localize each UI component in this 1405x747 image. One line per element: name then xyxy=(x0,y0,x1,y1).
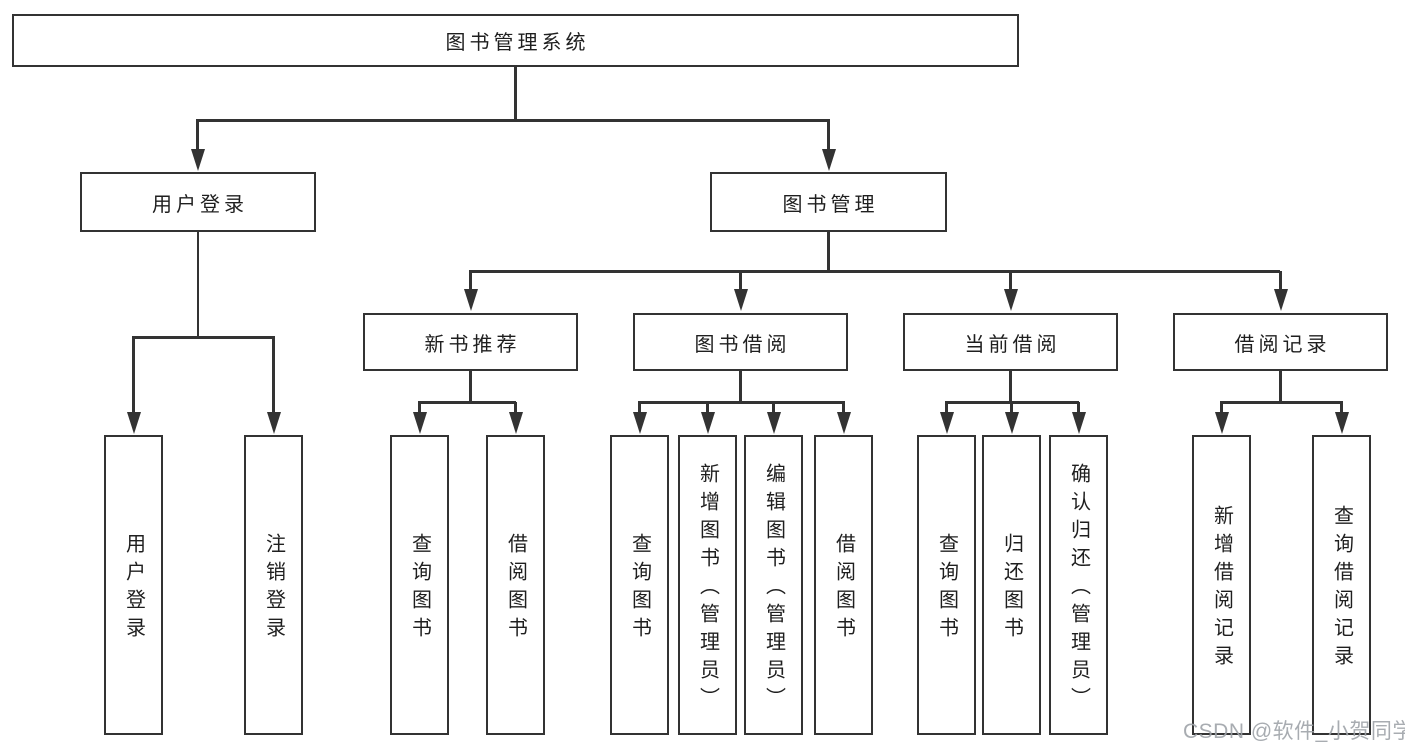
connector-line xyxy=(1077,402,1080,414)
node-label: 当前借阅 xyxy=(964,333,1061,356)
leaf-logout: 注销登录 xyxy=(244,435,303,735)
node-label: 归还图书 xyxy=(1000,533,1023,645)
node-book-management-branch: 图书管理 xyxy=(710,172,947,232)
node-label: 用户登录 xyxy=(122,533,145,645)
connector-line xyxy=(1340,402,1343,414)
arrow-down-icon xyxy=(1004,412,1019,434)
connector-line xyxy=(739,271,742,291)
node-label: 查询图书 xyxy=(935,533,958,645)
connector-line xyxy=(1009,271,1012,291)
connector-line xyxy=(514,66,517,121)
node-label: 借阅图书 xyxy=(504,533,527,645)
connector-line xyxy=(272,336,275,414)
arrow-down-icon xyxy=(190,149,205,171)
connector-line xyxy=(132,336,135,414)
connector-line xyxy=(1279,370,1282,403)
leaf-query-book-3: 查询图书 xyxy=(917,435,976,735)
node-label: 编辑图书（管理员） xyxy=(762,463,785,715)
arrow-down-icon xyxy=(1071,412,1086,434)
arrow-down-icon xyxy=(733,289,748,311)
arrow-down-icon xyxy=(463,289,478,311)
node-label: 新增图书（管理员） xyxy=(696,463,719,715)
connector-line xyxy=(196,119,830,122)
node-label: 图书借阅 xyxy=(694,333,791,356)
leaf-add-book-admin: 新增图书（管理员） xyxy=(678,435,737,735)
connector-line xyxy=(945,402,948,414)
arrow-down-icon xyxy=(766,412,781,434)
connector-line xyxy=(418,402,421,414)
arrow-down-icon xyxy=(821,149,836,171)
node-label: 借阅图书 xyxy=(832,533,855,645)
node-label: 确认归还（管理员） xyxy=(1067,463,1090,715)
connector-line xyxy=(469,370,472,403)
arrow-down-icon xyxy=(1273,289,1288,311)
leaf-return-book: 归还图书 xyxy=(982,435,1041,735)
node-user-login-branch: 用户登录 xyxy=(80,172,316,232)
leaf-borrow-book-2: 借阅图书 xyxy=(814,435,873,735)
connector-line xyxy=(1009,370,1012,403)
node-label: 查询借阅记录 xyxy=(1330,505,1353,673)
node-current-borrow: 当前借阅 xyxy=(903,313,1118,371)
arrow-down-icon xyxy=(939,412,954,434)
connector-line xyxy=(1010,402,1013,414)
node-label: 新增借阅记录 xyxy=(1210,505,1233,673)
connector-line xyxy=(772,402,775,414)
arrow-down-icon xyxy=(508,412,523,434)
leaf-query-book-1: 查询图书 xyxy=(390,435,449,735)
node-label: 查询图书 xyxy=(628,533,651,645)
leaf-query-borrow-record: 查询借阅记录 xyxy=(1312,435,1371,735)
leaf-edit-book-admin: 编辑图书（管理员） xyxy=(744,435,803,735)
leaf-borrow-book-1: 借阅图书 xyxy=(486,435,545,735)
connector-line xyxy=(469,270,1281,273)
connector-line xyxy=(1220,401,1343,404)
node-borrow-record: 借阅记录 xyxy=(1173,313,1388,371)
node-root: 图书管理系统 xyxy=(12,14,1019,67)
arrow-down-icon xyxy=(126,412,141,434)
connector-line xyxy=(739,370,742,403)
connector-line xyxy=(706,402,709,414)
connector-line xyxy=(827,231,830,272)
csdn-watermark: CSDN @软件_小贺同学 xyxy=(1183,720,1405,743)
leaf-confirm-return-admin: 确认归还（管理员） xyxy=(1049,435,1108,735)
connector-line xyxy=(418,401,516,404)
node-label: 借阅记录 xyxy=(1234,333,1331,356)
connector-line xyxy=(638,402,641,414)
arrow-down-icon xyxy=(266,412,281,434)
connector-line xyxy=(469,271,472,291)
arrow-down-icon xyxy=(1334,412,1349,434)
connector-line xyxy=(132,336,275,339)
connector-line xyxy=(1279,271,1282,291)
leaf-query-book-2: 查询图书 xyxy=(610,435,669,735)
arrow-down-icon xyxy=(836,412,851,434)
arrow-down-icon xyxy=(632,412,647,434)
node-root-label: 图书管理系统 xyxy=(445,32,590,54)
connector-line xyxy=(827,119,830,152)
node-new-book-recommend: 新书推荐 xyxy=(363,313,578,371)
connector-line xyxy=(842,402,845,414)
node-book-borrow: 图书借阅 xyxy=(633,313,848,371)
connector-line xyxy=(1220,402,1223,414)
node-label: 新书推荐 xyxy=(424,333,521,356)
arrow-down-icon xyxy=(412,412,427,434)
arrow-down-icon xyxy=(1214,412,1229,434)
node-label: 查询图书 xyxy=(408,533,431,645)
arrow-down-icon xyxy=(700,412,715,434)
connector-line xyxy=(514,402,517,414)
node-label: 用户登录 xyxy=(152,193,248,216)
leaf-add-borrow-record: 新增借阅记录 xyxy=(1192,435,1251,735)
leaf-user-login: 用户登录 xyxy=(104,435,163,735)
connector-line xyxy=(638,401,845,404)
node-label: 注销登录 xyxy=(262,533,285,645)
node-label: 图书管理 xyxy=(782,193,879,216)
connector-line xyxy=(196,119,199,152)
connector-line xyxy=(196,231,200,338)
arrow-down-icon xyxy=(1003,289,1018,311)
